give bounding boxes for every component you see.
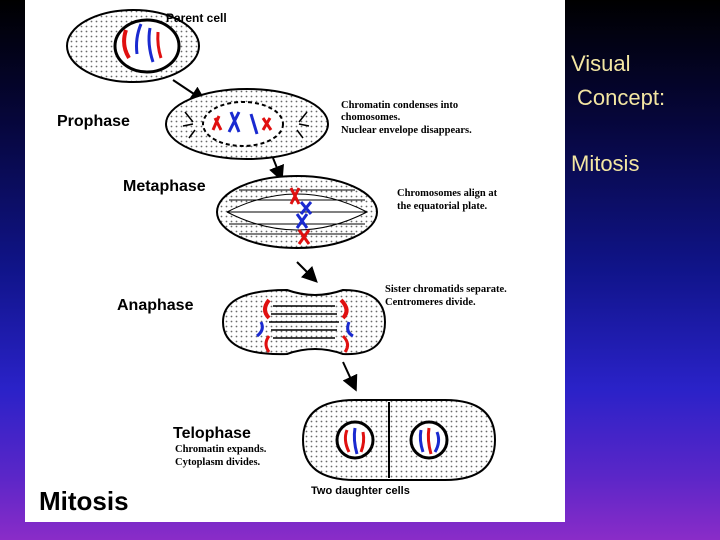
mitosis-diagram: Parent cell Prophase Chromatin condenses… — [25, 0, 565, 522]
arrow-3 — [296, 261, 318, 283]
metaphase-note-2: the equatorial plate. — [397, 201, 487, 212]
telophase-note-2: Cytoplasm divides. — [175, 457, 261, 468]
prophase-note-2: chomosomes. — [341, 112, 401, 123]
stage-metaphase-label: Metaphase — [123, 178, 206, 195]
arrow-2 — [269, 157, 284, 182]
stage-prophase-label: Prophase — [57, 113, 130, 130]
heading-line-2: Concept: — [577, 85, 666, 110]
parent-cell-label: Parent cell — [166, 11, 227, 25]
telophase-note-1: Chromatin expands. — [175, 444, 267, 455]
parent-cell — [66, 9, 200, 83]
prophase-note-1: Chromatin condenses into — [341, 100, 458, 111]
anaphase-note-2: Centromeres divide. — [385, 297, 476, 308]
heading-line-1: Visual — [571, 51, 631, 76]
anaphase-cell — [221, 288, 387, 356]
anaphase-note-1: Sister chromatids separate. — [385, 284, 507, 295]
daughter-cells-label: Two daughter cells — [311, 485, 410, 497]
metaphase-note-1: Chromosomes align at — [397, 188, 498, 199]
stage-telophase-label: Telophase — [173, 425, 251, 442]
topic-text: Mitosis — [571, 151, 640, 176]
metaphase-cell — [216, 175, 378, 249]
daughter-cells — [301, 399, 497, 481]
stage-anaphase-label: Anaphase — [117, 297, 194, 314]
prophase-note-3: Nuclear envelope disappears. — [341, 125, 472, 136]
diagram-footer-title: Mitosis — [39, 486, 129, 516]
prophase-cell — [165, 88, 329, 160]
arrow-4 — [342, 361, 358, 392]
